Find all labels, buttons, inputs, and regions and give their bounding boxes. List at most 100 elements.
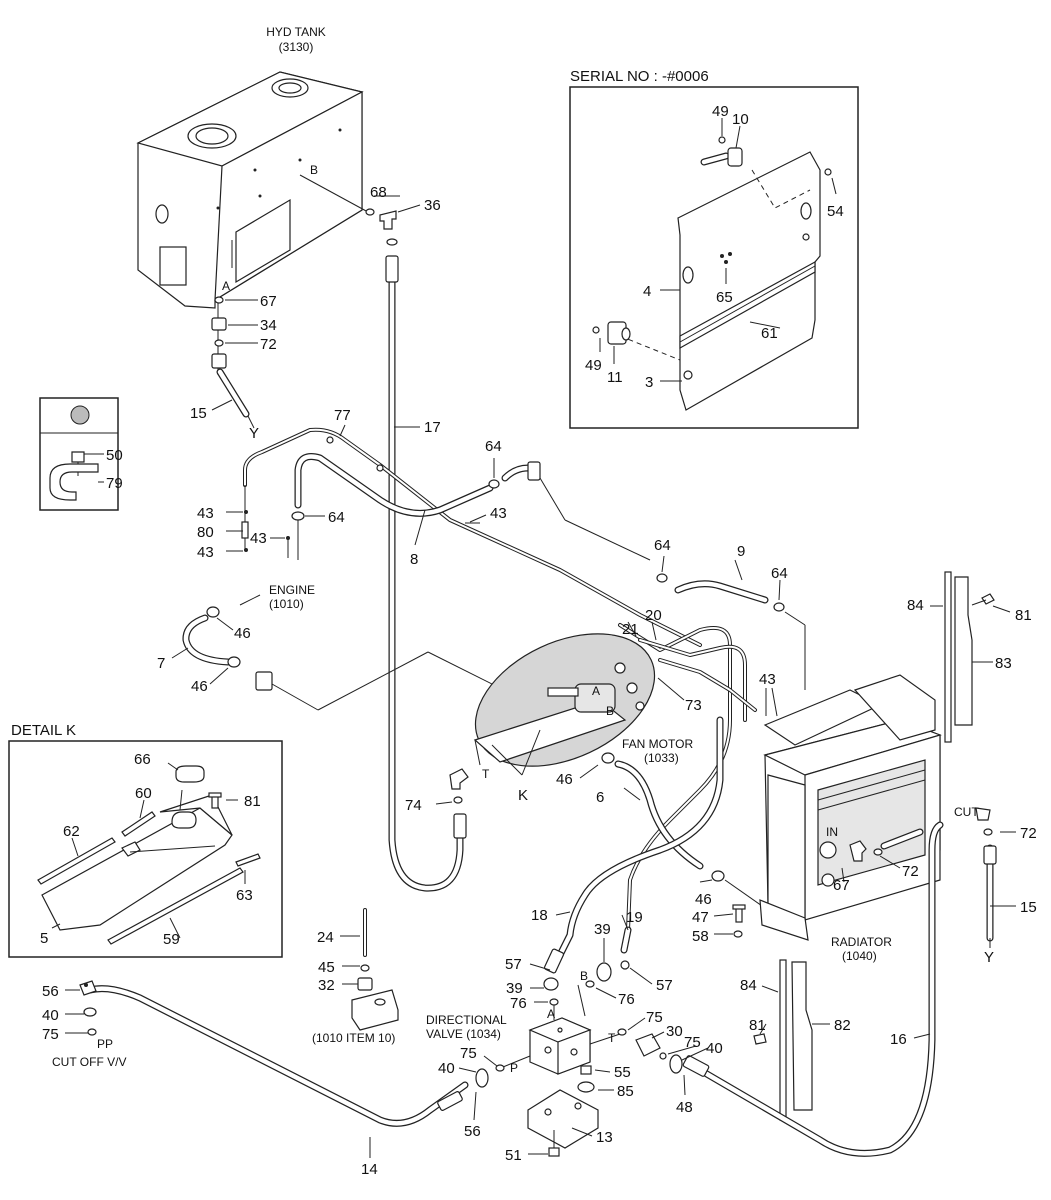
callout: 5 <box>40 930 48 947</box>
o-ring-75b <box>495 1064 505 1072</box>
callout: 79 <box>106 475 123 492</box>
callout: 24 <box>317 929 334 946</box>
fan-shroud-panel <box>677 151 821 411</box>
radiator-ref: (1040) <box>842 949 877 963</box>
part-number-callouts: 68 36 67 34 72 15 17 77 50 79 43 80 43 4… <box>40 103 1037 1178</box>
callout: 34 <box>260 317 277 334</box>
o-ring-45 <box>360 964 370 972</box>
callout: 62 <box>63 823 80 840</box>
callout: 14 <box>361 1161 378 1178</box>
valve-bracket-13 <box>527 1089 599 1149</box>
callout: 43 <box>197 505 214 522</box>
o-ring-72c <box>983 828 993 836</box>
clamp-46c <box>601 752 615 764</box>
callout: 76 <box>618 991 635 1008</box>
radiator <box>759 674 942 941</box>
bolt-56a <box>84 983 88 987</box>
callout: 50 <box>106 447 123 464</box>
bracket-83 <box>954 576 973 726</box>
hyd-tank-label: HYD TANK <box>266 25 326 39</box>
washer-85 <box>577 1081 595 1093</box>
o-ring-75c <box>617 1028 627 1036</box>
bolt-49a <box>718 136 726 144</box>
bolt-55 <box>580 1065 592 1075</box>
connector-30 <box>635 1033 661 1057</box>
leader-lines <box>51 118 1016 1158</box>
tank-port-a: A <box>222 279 230 293</box>
sleeve-80 <box>241 521 249 539</box>
bolt-81b <box>211 795 219 809</box>
callout: 20 <box>645 607 662 624</box>
callout: 72 <box>1020 825 1037 842</box>
callout: 9 <box>737 543 745 560</box>
callout: 65 <box>716 289 733 306</box>
callout: 84 <box>740 977 757 994</box>
clamp-64b <box>488 479 500 489</box>
callout: 80 <box>197 524 214 541</box>
connector-34 <box>211 317 227 331</box>
motor-port-a: A <box>592 684 600 698</box>
directional-valve <box>528 1017 592 1075</box>
clamp-inset <box>39 397 119 511</box>
callout: 72 <box>902 863 919 880</box>
callout: 43 <box>490 505 507 522</box>
callout: 48 <box>676 1099 693 1116</box>
bolt-57b <box>620 960 630 970</box>
flange-39a <box>543 977 559 991</box>
callout: 13 <box>596 1129 613 1146</box>
callout: 46 <box>234 625 251 642</box>
callout: 75 <box>684 1034 701 1051</box>
radiator-label: RADIATOR <box>831 935 892 949</box>
callout: 75 <box>646 1009 663 1026</box>
bolt-81c <box>753 1033 767 1045</box>
directional-valve-ref: VALVE (1034) <box>426 1027 501 1041</box>
bolt-51 <box>548 1147 560 1157</box>
cut-off-valve-label: CUT OFF V/V <box>52 1055 126 1069</box>
callout: 49 <box>585 357 602 374</box>
clamp-64d <box>773 602 785 612</box>
valve-port-t: T <box>608 1031 616 1045</box>
o-ring-43a <box>244 510 248 514</box>
motor-port-b: B <box>606 704 614 718</box>
radiator-port-cut: CUT <box>954 805 979 819</box>
callout: 18 <box>531 907 548 924</box>
flange-40c <box>669 1054 683 1074</box>
callout: 43 <box>197 544 214 561</box>
callout: 43 <box>759 671 776 688</box>
callout: 64 <box>328 509 345 526</box>
valve-port-b: B <box>580 969 588 983</box>
callout: 21 <box>622 621 639 638</box>
callout: 43 <box>250 530 267 547</box>
callout: 8 <box>410 551 418 568</box>
callout: 57 <box>656 977 673 994</box>
engine-label: ENGINE <box>269 583 315 597</box>
clamp-46d <box>711 870 725 882</box>
callout: 11 <box>607 369 623 386</box>
detail-k-frame <box>8 740 283 958</box>
y-marker-right: Y <box>984 949 994 966</box>
o-ring-43b <box>244 548 248 552</box>
callout: 40 <box>42 1007 59 1024</box>
seal-strip-60 <box>121 811 156 837</box>
callout: 81 <box>1015 607 1032 624</box>
bolt-49b <box>592 326 600 334</box>
engine-block-port <box>351 989 399 1031</box>
callout: 55 <box>614 1064 631 1081</box>
hydraulic-tank <box>136 71 364 309</box>
elbow-10 <box>727 147 743 167</box>
bracket-82 <box>791 961 813 1111</box>
washer-58 <box>733 930 743 938</box>
o-ring-76a <box>549 998 559 1006</box>
callout: 46 <box>556 771 573 788</box>
callout: 4 <box>643 283 651 300</box>
clamp-64a <box>291 511 305 521</box>
callout: 32 <box>318 977 335 994</box>
y-marker-left: Y <box>249 425 259 442</box>
callout: 73 <box>685 697 702 714</box>
callout: 46 <box>695 891 712 908</box>
callout: 36 <box>424 197 441 214</box>
callout: 75 <box>42 1026 59 1043</box>
engine-item-label: (1010 ITEM 10) <box>312 1031 395 1045</box>
callout: 45 <box>318 959 335 976</box>
callout: 40 <box>438 1060 455 1077</box>
